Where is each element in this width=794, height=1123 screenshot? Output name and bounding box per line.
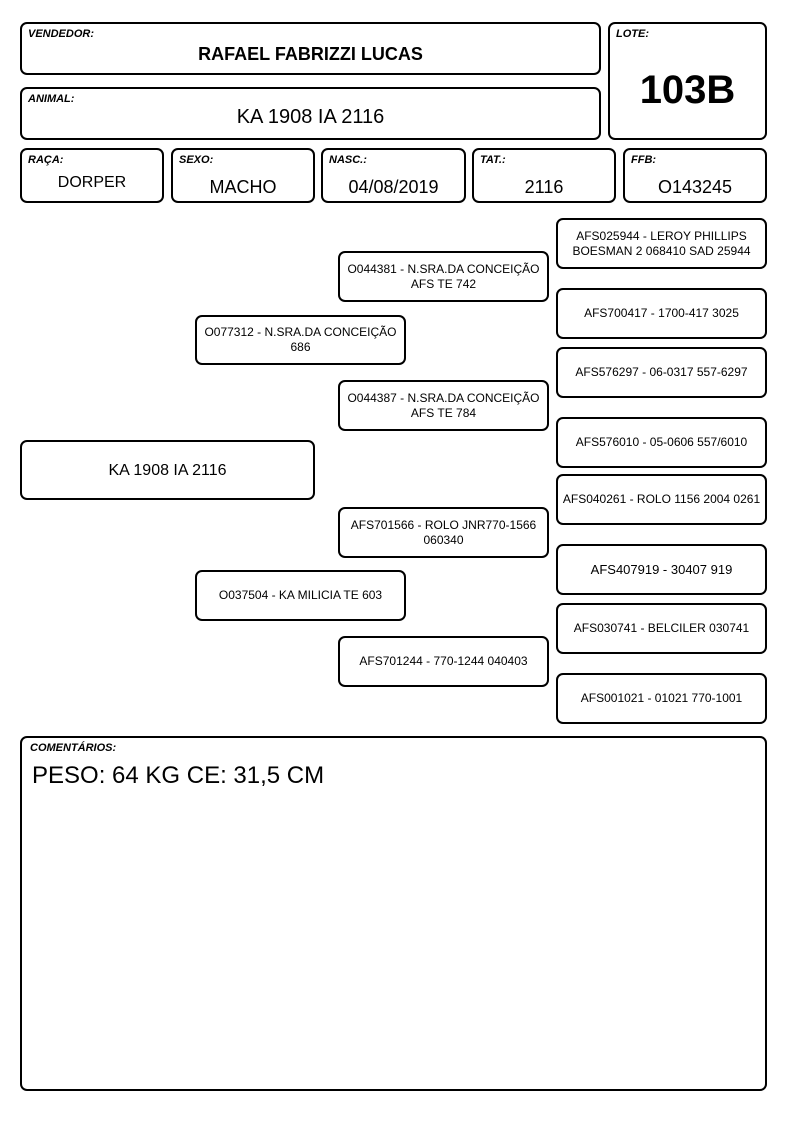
pedigree-dam: O037504 - KA MILICIA TE 603: [195, 570, 406, 621]
animal-box: ANIMAL: KA 1908 IA 2116: [20, 87, 601, 140]
lote-value: 103B: [639, 68, 736, 112]
vendedor-box: VENDEDOR: RAFAEL FABRIZZI LUCAS: [20, 22, 601, 75]
sexo-value: MACHO: [209, 177, 277, 197]
raca-value: DORPER: [57, 174, 127, 191]
tat-value: 2116: [524, 177, 564, 197]
pedigree-dam-dam: AFS701244 - 770-1244 040403: [338, 636, 549, 687]
pedigree-ggp-5: AFS040261 - ROLO 1156 2004 0261: [556, 474, 767, 525]
ffb-label: FFB:: [631, 154, 657, 166]
pedigree-ggp-2: AFS700417 - 1700-417 3025: [556, 288, 767, 339]
pedigree-ggp-7: AFS030741 - BELCILER 030741: [556, 603, 767, 654]
pedigree-sire: O077312 - N.SRA.DA CONCEIÇÃO 686: [195, 315, 406, 365]
vendedor-value: RAFAEL FABRIZZI LUCAS: [198, 44, 423, 64]
raca-box: RAÇA: DORPER: [20, 148, 164, 203]
pedigree-ggp-8: AFS001021 - 01021 770-1001: [556, 673, 767, 724]
sexo-label: SEXO:: [179, 154, 214, 166]
vendedor-label: VENDEDOR:: [28, 28, 95, 40]
pedigree-ggp-3: AFS576297 - 06-0317 557-6297: [556, 347, 767, 398]
pedigree-ggp-6: AFS407919 - 30407 919: [556, 544, 767, 595]
ffb-value: O143245: [657, 177, 733, 197]
pedigree-dam-sire: AFS701566 - ROLO JNR770-1566 060340: [338, 507, 549, 558]
tat-label: TAT.:: [480, 154, 506, 166]
ffb-box: FFB: O143245: [623, 148, 767, 203]
tat-box: TAT.: 2116: [472, 148, 616, 203]
pedigree-sire-sire: O044381 - N.SRA.DA CONCEIÇÃO AFS TE 742: [338, 251, 549, 302]
animal-label: ANIMAL:: [28, 93, 75, 105]
nasc-label: NASC.:: [329, 154, 367, 166]
nasc-box: NASC.: 04/08/2019: [321, 148, 466, 203]
lote-label: LOTE:: [616, 28, 649, 40]
pedigree-ggp-4: AFS576010 - 05-0606 557/6010: [556, 417, 767, 468]
nasc-value: 04/08/2019: [348, 177, 439, 197]
comments-box: COMENTÁRIOS: PESO: 64 KG CE: 31,5 CM: [20, 736, 767, 1091]
pedigree-ggp-1: AFS025944 - LEROY PHILLIPS BOESMAN 2 068…: [556, 218, 767, 269]
pedigree-sire-dam: O044387 - N.SRA.DA CONCEIÇÃO AFS TE 784: [338, 380, 549, 431]
lote-box: LOTE: 103B: [608, 22, 767, 140]
comments-text: PESO: 64 KG CE: 31,5 CM: [32, 762, 325, 789]
animal-value: KA 1908 IA 2116: [236, 106, 385, 128]
pedigree-animal: KA 1908 IA 2116: [20, 440, 315, 500]
comments-label: COMENTÁRIOS:: [30, 742, 117, 754]
sexo-box: SEXO: MACHO: [171, 148, 315, 203]
raca-label: RAÇA:: [28, 154, 64, 166]
